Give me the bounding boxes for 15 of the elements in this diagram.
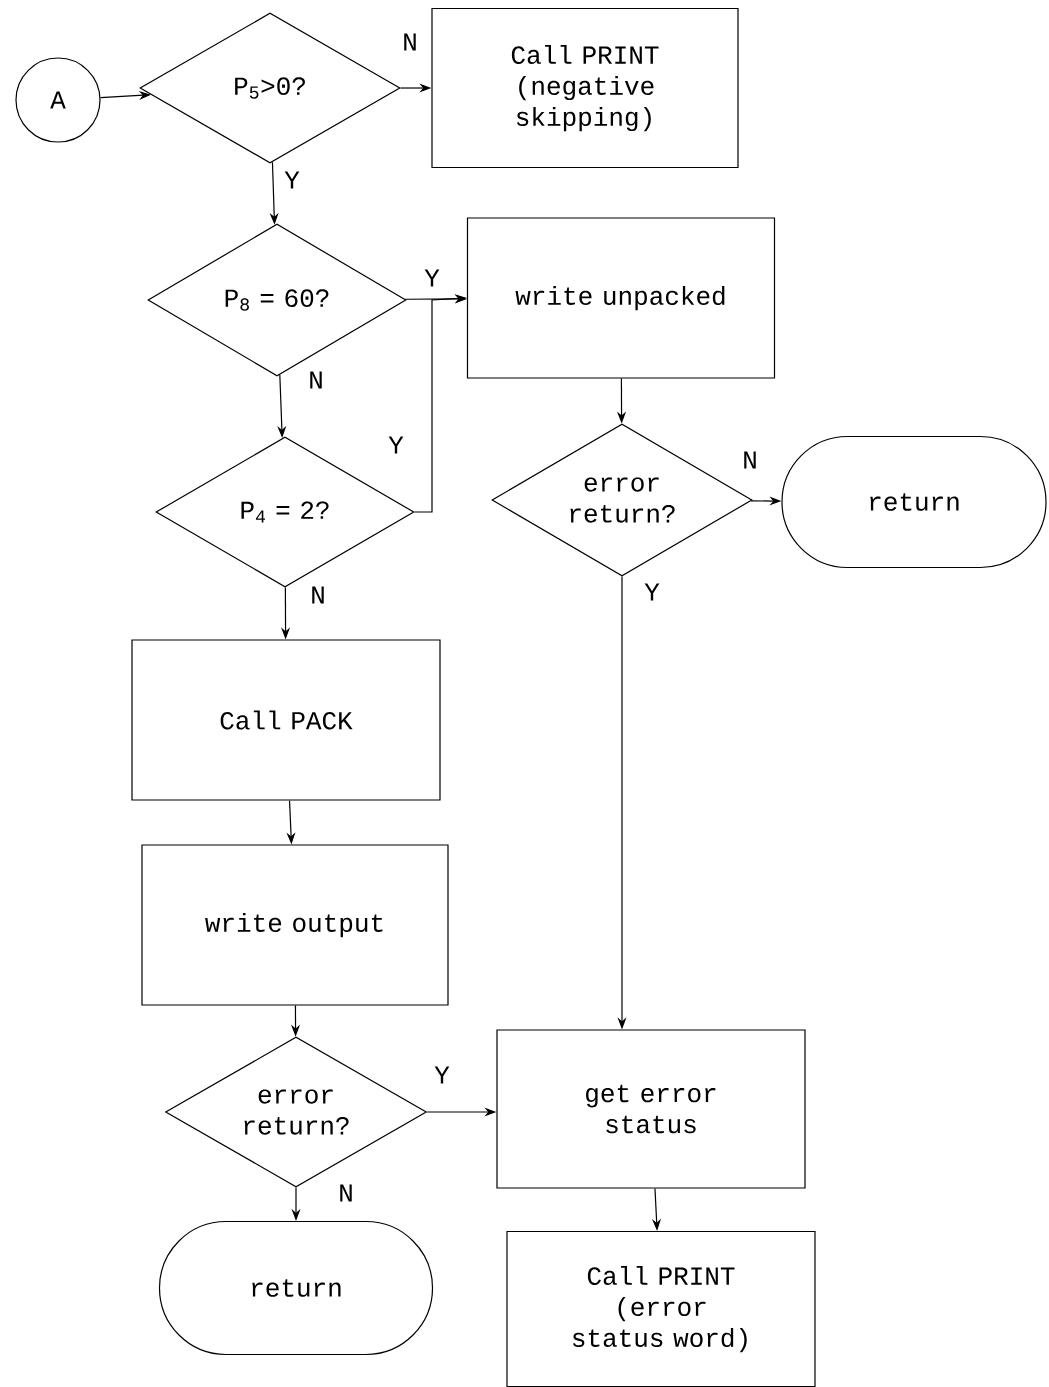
process-box: write unpacked — [466, 217, 776, 379]
process-box: Call PRINT (error status word) — [506, 1230, 816, 1387]
edge-label: Y — [387, 435, 405, 455]
edge-label: Y — [283, 170, 301, 190]
process-box: get error status — [496, 1029, 806, 1189]
process-box: Call PACK — [131, 639, 441, 801]
process-box: write output — [141, 844, 449, 1006]
process-box: Call PRINT (negative skipping) — [431, 7, 739, 169]
terminal-box: return — [158, 1220, 434, 1356]
edge-label: Y — [643, 582, 661, 602]
edge-label: Y — [423, 268, 441, 288]
edge-label: N — [309, 585, 327, 605]
edge-label: Y — [433, 1065, 451, 1085]
edge-label: N — [401, 32, 419, 52]
terminal-box: return — [781, 435, 1047, 569]
